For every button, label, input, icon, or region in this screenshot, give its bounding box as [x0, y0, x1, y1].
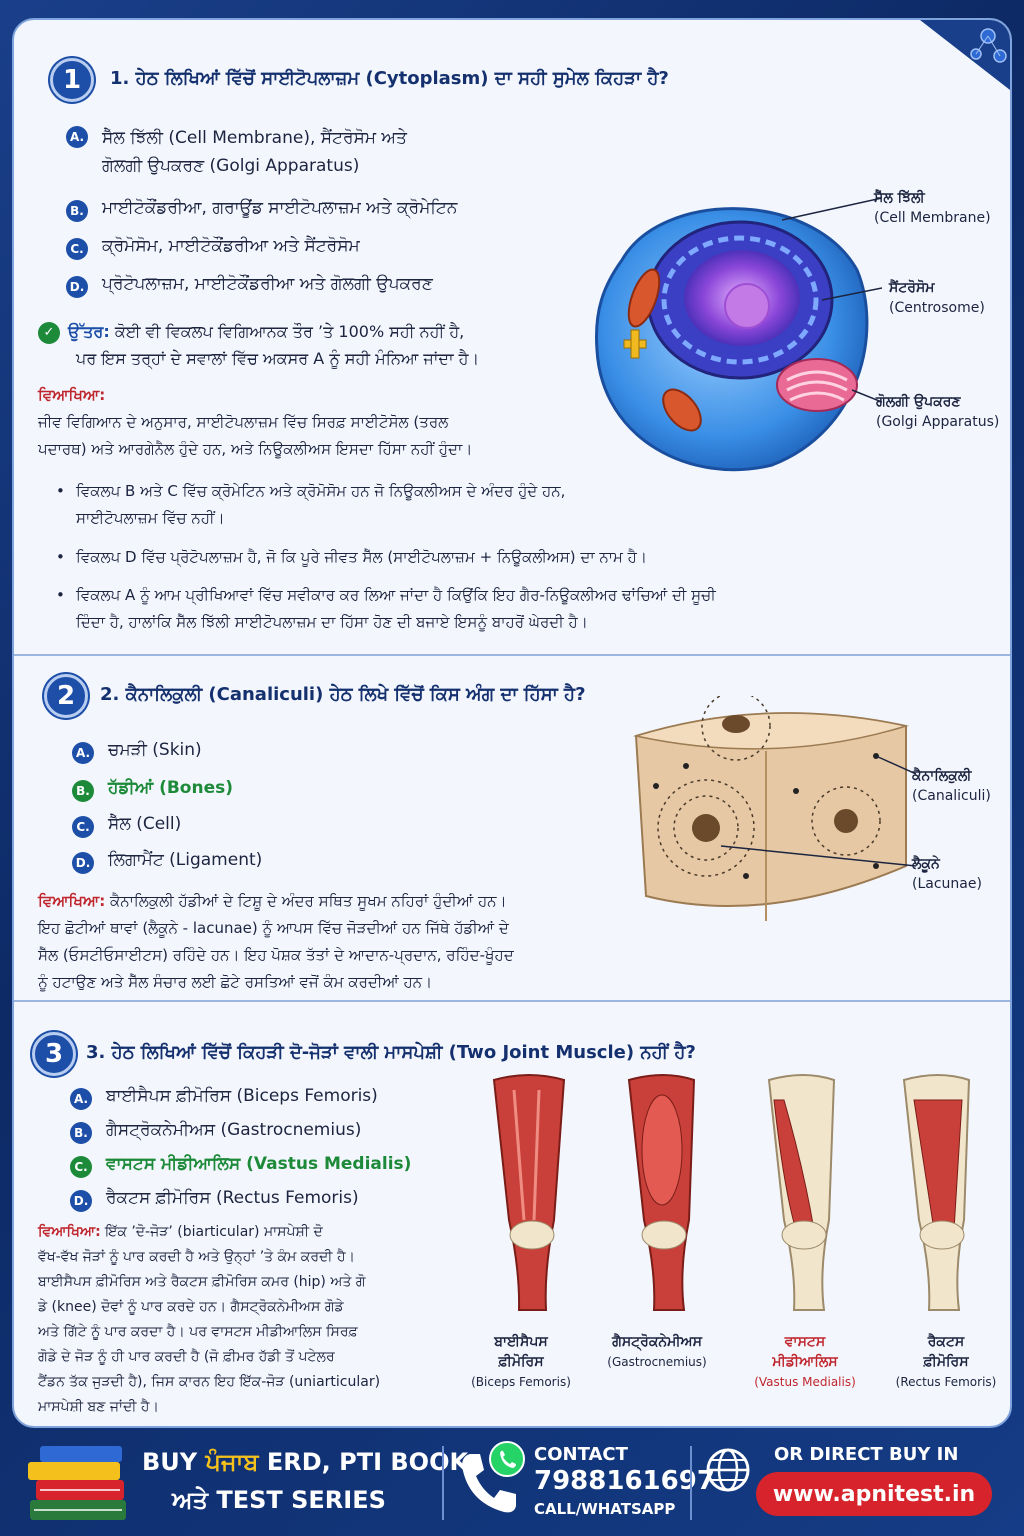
label-cell-membrane: ਸੈੱਲ ਝਿੱਲੀ(Cell Membrane) — [874, 190, 991, 226]
website-link-button[interactable]: www.apnitest.in — [756, 1472, 992, 1516]
phone-icon — [462, 1454, 516, 1513]
book-stack-icon — [28, 1446, 126, 1520]
question-3-title: 3. ਹੇਠ ਲਿਖਿਆਂ ਵਿੱਚੋਂ ਕਿਹੜੀ ਦੋ-ਜੋੜਾਂ ਵਾਲੀ… — [86, 1042, 696, 1063]
question-1-section: 1 1. ਹੇਠ ਲਿਖਿਆਂ ਵਿੱਚੋਂ ਸਾਈਟੋਪਲਾਜ਼ਮ (Cyto… — [14, 20, 1010, 652]
q1-answer: ✓ਉੱਤਰ: ਕੋਈ ਵੀ ਵਿਕਲਪ ਵਿਗਿਆਨਕ ਤੌਰ ’ਤੇ 100%… — [38, 318, 479, 372]
option-letter: A. — [66, 126, 88, 148]
buy-book-line1: BUY ਪੰਜਾਬ ERD, PTI BOOK — [142, 1448, 469, 1476]
label-lacunae: ਲੈਕੂਨੇ(Lacunae) — [912, 856, 982, 892]
option-letter: D. — [72, 852, 94, 874]
q1-option-d[interactable]: D. ਪ੍ਰੋਟੋਪਲਾਜ਼ਮ, ਮਾਈਟੋਕੌਂਡਰੀਆ ਅਤੇ ਗੋਲਗੀ … — [66, 274, 433, 298]
label-canaliculi: ਕੈਨਾਲਿਕੁਲੀ(Canaliculi) — [912, 768, 991, 804]
q1-explanation: ਵਿਆਖਿਆ: ਜੀਵ ਵਿਗਿਆਨ ਦੇ ਅਨੁਸਾਰ, ਸਾਈਟੋਪਲਾਜ਼… — [38, 386, 473, 458]
q1-bullet: ਵਿਕਲਪ A ਨੂੰ ਆਮ ਪ੍ਰੀਖਿਆਵਾਂ ਵਿੱਚ ਸਵੀਕਾਰ ਕਰ… — [54, 582, 716, 636]
q1-option-a[interactable]: A. ਸੈੱਲ ਝਿੱਲੀ (Cell Membrane), ਸੈਂਟਰੋਸੋਮ… — [66, 124, 407, 180]
q2-option-d[interactable]: D.ਲਿਗਾਮੈਂਟ (Ligament) — [72, 850, 262, 874]
q3-option-a[interactable]: A.ਬਾਈਸੈਪਸ ਫ਼ੀਮੋਰਿਸ (Biceps Femoris) — [70, 1086, 378, 1110]
question-1-title: 1. ਹੇਠ ਲਿਖਿਆਂ ਵਿੱਚੋਂ ਸਾਈਟੋਪਲਾਜ਼ਮ (Cytopl… — [110, 68, 669, 89]
option-letter: B. — [70, 1122, 92, 1144]
option-letter: C. — [72, 816, 94, 838]
q3-option-c[interactable]: C.ਵਾਸਟਸ ਮੀਡੀਆਲਿਸ (Vastus Medialis) — [70, 1154, 411, 1178]
leg-vastus-medialis — [767, 1074, 836, 1311]
leg-rectus-femoris — [902, 1074, 971, 1311]
content-card: 1 1. ਹੇਠ ਲਿਖਿਆਂ ਵਿੱਚੋਂ ਸਾਈਟੋਪਲਾਜ਼ਮ (Cyto… — [12, 18, 1012, 1428]
option-letter: A. — [72, 742, 94, 764]
direct-buy-label: OR DIRECT BUY IN — [774, 1444, 959, 1465]
label-golgi: ਗੋਲਗੀ ਉਪਕਰਣ(Golgi Apparatus) — [876, 394, 1000, 430]
option-letter: C. — [66, 238, 88, 260]
q2-option-a[interactable]: A.ਚਮੜੀ (Skin) — [72, 740, 202, 764]
footer-divider — [442, 1446, 444, 1520]
option-letter: A. — [70, 1088, 92, 1110]
option-letter: B. — [72, 780, 94, 802]
leg-gastrocnemius — [627, 1074, 696, 1311]
label-gastrocnemius: ਗੈਸਟ੍ਰੋਕਨੇਮੀਅਸ(Gastrocnemius) — [607, 1334, 707, 1369]
option-letter: C. — [70, 1156, 92, 1178]
animal-cell-illustration — [594, 197, 882, 472]
phone-number[interactable]: 7988161697 — [534, 1466, 715, 1496]
network-decoration-icon — [920, 20, 1010, 90]
check-icon: ✓ — [38, 321, 60, 344]
q3-option-d[interactable]: D.ਰੈਕਟਸ ਫ਼ੀਮੋਰਿਸ (Rectus Femoris) — [70, 1188, 359, 1212]
q2-option-b[interactable]: B.ਹੱਡੀਆਂ (Bones) — [72, 778, 233, 802]
question-number-badge: 3 — [32, 1032, 76, 1076]
option-letter: D. — [66, 276, 88, 298]
q2-explanation: ਵਿਆਖਿਆ: ਕੈਨਾਲਿਕੁਲੀ ਹੱਡੀਆਂ ਦੇ ਟਿਸ਼ੂ ਦੇ ਅੰ… — [38, 892, 514, 991]
question-2-title: 2. ਕੈਨਾਲਿਕੁਲੀ (Canaliculi) ਹੇਠ ਲਿਖੇ ਵਿੱਚ… — [100, 684, 586, 705]
contact-label: CONTACT — [534, 1444, 628, 1465]
q2-option-c[interactable]: C.ਸੈੱਲ (Cell) — [72, 814, 181, 838]
option-letter: D. — [70, 1190, 92, 1212]
question-2-section: 2 2. ਕੈਨਾਲਿਕੁਲੀ (Canaliculi) ਹੇਠ ਲਿਖੇ ਵਿ… — [14, 654, 1010, 998]
whatsapp-icon — [489, 1441, 525, 1477]
question-number-badge: 1 — [50, 58, 94, 102]
question-number-badge: 2 — [44, 674, 88, 718]
question-3-section: 3 3. ਹੇਠ ਲਿਖਿਆਂ ਵਿੱਚੋਂ ਕਿਹੜੀ ਦੋ-ਜੋੜਾਂ ਵਾ… — [14, 1000, 1010, 1426]
leg-muscles-illustration — [492, 1074, 971, 1311]
footer-divider — [690, 1446, 692, 1520]
q1-bullet: ਵਿਕਲਪ B ਅਤੇ C ਵਿੱਚ ਕ੍ਰੋਮੇਟਿਨ ਅਤੇ ਕ੍ਰੋਮੋਸ… — [54, 478, 565, 532]
buy-book-line2: ਅਤੇ TEST SERIES — [172, 1486, 386, 1514]
q1-option-b[interactable]: B. ਮਾਈਟੋਕੌਂਡਰੀਆ, ਗਰਾਊਂਡ ਸਾਈਟੋਪਲਾਜ਼ਮ ਅਤੇ … — [66, 198, 457, 222]
bone-tissue-illustration — [633, 696, 916, 921]
q3-explanation: ਵਿਆਖਿਆ: ਇੱਕ ’ਦੋ-ਜੋੜ’ (biarticular) ਮਾਸਪੇ… — [38, 1224, 381, 1415]
label-centrosome: ਸੈਂਟਰੋਸੋਮ(Centrosome) — [889, 280, 985, 316]
option-letter: B. — [66, 200, 88, 222]
q1-bullet: ਵਿਕਲਪ D ਵਿੱਚ ਪ੍ਰੋਟੋਪਲਾਜ਼ਮ ਹੈ, ਜੋ ਕਿ ਪੂਰੇ… — [54, 544, 647, 571]
call-whatsapp-label: CALL/WHATSAPP — [534, 1500, 676, 1518]
globe-icon — [706, 1448, 750, 1492]
q1-option-c[interactable]: C. ਕ੍ਰੋਮੋਸੋਮ, ਮਾਈਟੋਕੌਂਡਰੀਆ ਅਤੇ ਸੈਂਟਰੋਸੋਮ — [66, 236, 360, 260]
q3-option-b[interactable]: B.ਗੈਸਟ੍ਰੋਕਨੇਮੀਅਸ (Gastrocnemius) — [70, 1120, 361, 1144]
leg-biceps-femoris — [492, 1074, 566, 1311]
